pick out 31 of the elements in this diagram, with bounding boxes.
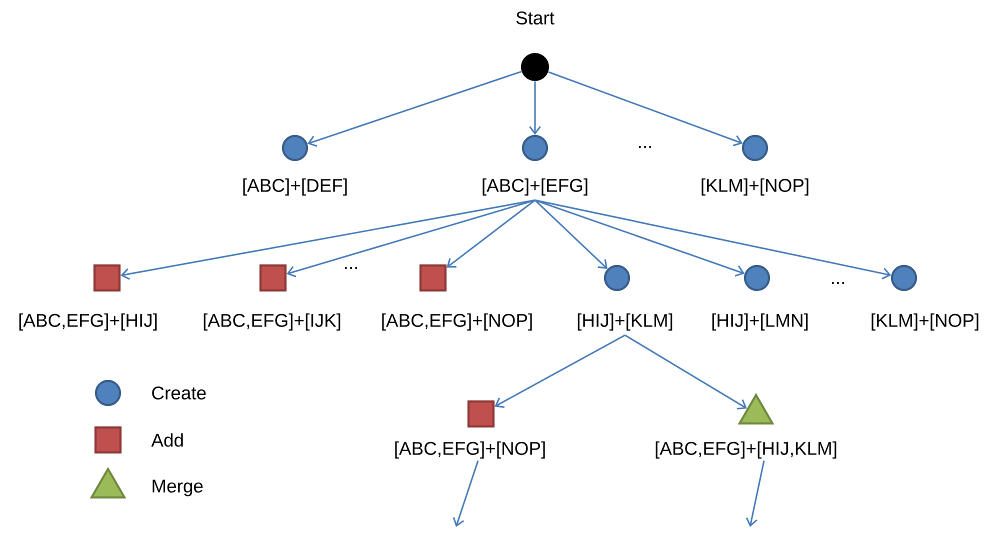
arrow [446,200,536,268]
node-label: [ABC,EFG]+[NOP] [395,441,545,459]
legend-label: Add [151,433,183,447]
arrow [452,460,479,527]
ellipsis: ... [832,282,844,284]
arrow [307,70,522,147]
arrow [534,199,745,277]
node-label: [ABC]+[DEF] [243,178,347,196]
arrow [494,334,626,408]
node-label: [ABC,EFG]+[NOP] [382,313,532,331]
node-label: [KLM]+[NOP] [872,313,978,331]
arrow [529,81,541,135]
arrow [534,199,892,280]
arrow [120,199,536,280]
ellipsis: ... [639,146,652,148]
arrow [624,334,747,410]
arrow [746,460,765,527]
arrow [286,199,536,278]
node-label: [HIJ]+[KLM] [578,313,672,331]
legend-label: Merge [152,480,203,496]
arrow [534,200,608,269]
node-label: [HIJ]+[LMN] [712,313,808,331]
arrow [548,71,743,146]
node-label: Start [516,11,554,25]
node-label: [ABC,EFG]+[HIJ,KLM] [656,441,836,459]
legend-label: Create [152,386,206,400]
node-label: [KLM]+[NOP] [702,178,808,196]
ellipsis: ... [345,267,358,269]
node-label: [ABC,EFG]+[HIJ] [19,313,157,331]
node-label: [ABC,EFG]+[IJK] [204,313,340,331]
node-label: [ABC]+[EFG] [482,178,588,196]
